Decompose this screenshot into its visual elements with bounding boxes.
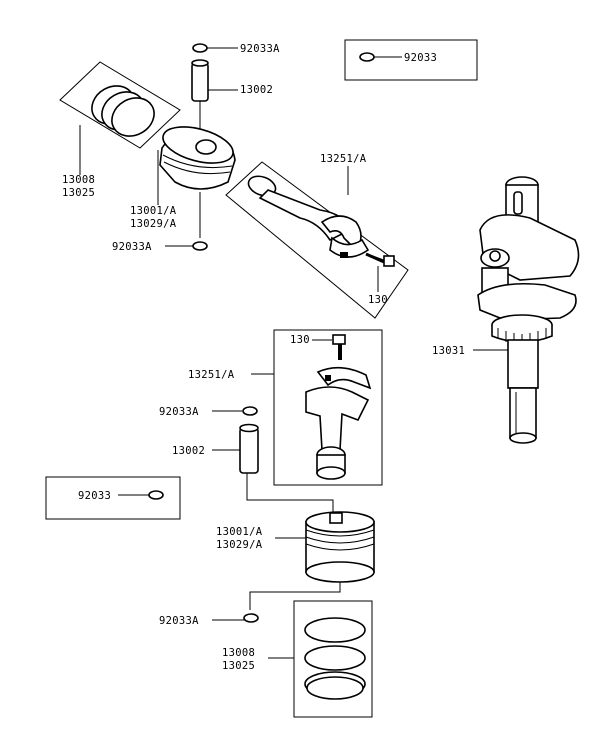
circlip-bottom-part bbox=[243, 613, 259, 623]
label-bolt-top: 130 bbox=[368, 294, 388, 306]
label-rings-bot-b: 13025 bbox=[222, 660, 255, 672]
label-bolt-mid: 130 bbox=[290, 334, 310, 346]
piston-rings-top-part bbox=[91, 85, 155, 137]
label-rod-mid: 13251/A bbox=[188, 369, 235, 381]
label-piston-bot-b: 13029/A bbox=[216, 539, 263, 551]
label-piston-top-b: 13029/A bbox=[130, 218, 177, 230]
piston-pin-top-part bbox=[191, 59, 209, 102]
piston-pin-mid-part bbox=[239, 423, 259, 474]
label-piston-top-a: 13001/A bbox=[130, 205, 177, 217]
label-pin-mid: 13002 bbox=[172, 445, 205, 457]
ring-set-top-box bbox=[59, 61, 181, 149]
piston-top-part bbox=[159, 126, 236, 190]
rod-assembly-mid-box bbox=[273, 329, 383, 486]
rod-assembly-top-box bbox=[225, 161, 409, 319]
bolt-top-part bbox=[365, 252, 395, 267]
connecting-rod-mid-part bbox=[305, 366, 372, 480]
label-rings-bot-a: 13008 bbox=[222, 647, 255, 659]
label-rod-top: 13251/A bbox=[320, 153, 367, 165]
circlip-mid-part bbox=[242, 406, 258, 416]
label-crankshaft: 13031 bbox=[432, 345, 465, 357]
label-rings-top-a: 13008 bbox=[62, 174, 95, 186]
label-rings-top-b: 13025 bbox=[62, 187, 95, 199]
circlip-top-part bbox=[192, 43, 208, 53]
label-circlip-bottom: 92033A bbox=[159, 615, 199, 627]
label-circlip-mid: 92033A bbox=[159, 406, 199, 418]
label-circlip-mid-left: 92033A bbox=[112, 241, 152, 253]
label-circlip-top: 92033A bbox=[240, 43, 280, 55]
bolt-mid-part bbox=[332, 334, 346, 360]
ring-set-bottom-box bbox=[293, 600, 373, 718]
retainer-box-top bbox=[344, 39, 478, 81]
label-pin-top: 13002 bbox=[240, 84, 273, 96]
label-retainer-top: 92033 bbox=[404, 52, 437, 64]
piston-rings-bottom-part bbox=[304, 617, 366, 700]
crankshaft-part bbox=[477, 176, 580, 444]
connecting-rod-top-part bbox=[247, 175, 370, 258]
piston-bottom-part bbox=[305, 511, 375, 583]
label-piston-bot-a: 13001/A bbox=[216, 526, 263, 538]
circlip-mid-left-part bbox=[192, 241, 208, 251]
label-retainer-bottom: 92033 bbox=[78, 490, 111, 502]
retainer-box-bottom bbox=[45, 476, 181, 520]
